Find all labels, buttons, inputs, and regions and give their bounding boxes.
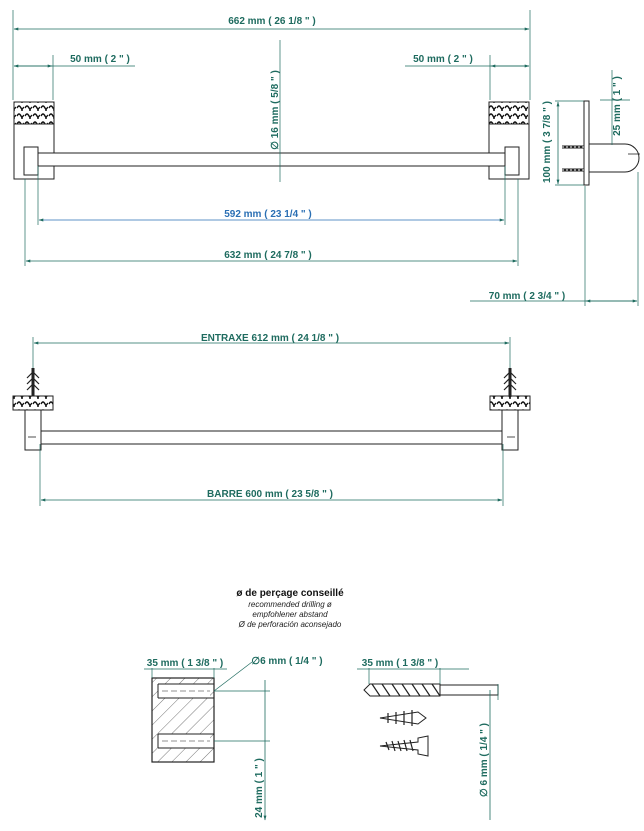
drilling-line-de: empfohlener abstand bbox=[252, 610, 328, 619]
towel-bar bbox=[37, 152, 506, 167]
wall-plate bbox=[583, 100, 590, 186]
screw-icon bbox=[379, 735, 429, 757]
left-bracket-width-label: 50 mm ( 2 " ) bbox=[70, 54, 130, 65]
right-bracket-plate bbox=[488, 101, 530, 125]
drill-diameter-label: ∅6 mm ( 1/4 " ) bbox=[251, 656, 322, 667]
bar-diameter-label: ∅ 16 mm ( 5/8 " ) bbox=[270, 70, 281, 150]
drilling-line-en: recommended drilling ø bbox=[248, 600, 332, 609]
front-towel-bar bbox=[40, 430, 503, 445]
bar-profile bbox=[588, 143, 640, 173]
drilling-title: ø de perçage conseillé bbox=[236, 588, 344, 599]
barre-label: BARRE 600 mm ( 23 5/8 " ) bbox=[207, 489, 333, 500]
drill-spacing-label: 24 mm ( 1 " ) bbox=[254, 758, 265, 818]
drill-bit-icon bbox=[363, 683, 499, 697]
top-view: 662 mm ( 26 1/8 " ) 50 mm ( 2 " ) 50 mm … bbox=[12, 10, 531, 266]
front-view: ENTRAXE 612 mm ( 24 1/8 " ) BARRE 600 mm… bbox=[12, 333, 531, 506]
drilling-section: ø de perçage conseillé recommended drill… bbox=[144, 588, 499, 821]
drill-depth-right-label: 35 mm ( 1 3/8 " ) bbox=[362, 658, 438, 669]
right-screw-icon bbox=[503, 368, 517, 396]
bar-length-label: 592 mm ( 23 1/4 " ) bbox=[224, 209, 312, 220]
side-height-label: 100 mm ( 3 7/8 " ) bbox=[542, 101, 553, 183]
overall-width-label: 662 mm ( 26 1/8 " ) bbox=[228, 16, 316, 27]
entraxe-label: ENTRAXE 612 mm ( 24 1/8 " ) bbox=[201, 333, 339, 344]
total-length-label: 632 mm ( 24 7/8 " ) bbox=[224, 250, 312, 261]
side-view: 100 mm ( 3 7/8 " ) 25 mm ( 1 " ) 70 mm (… bbox=[470, 70, 640, 306]
projection-label: 70 mm ( 2 3/4 " ) bbox=[489, 291, 565, 302]
left-screw-icon bbox=[26, 368, 40, 396]
drill-diameter-right-label: ∅ 6 mm ( 1/4 " ) bbox=[479, 723, 490, 797]
left-bracket-plate bbox=[13, 101, 55, 125]
drilling-line-es: Ø de perforación aconsejado bbox=[238, 620, 342, 629]
side-bar-height-label: 25 mm ( 1 " ) bbox=[612, 76, 623, 136]
wall-plug-icon bbox=[379, 710, 427, 726]
right-bracket-width-label: 50 mm ( 2 " ) bbox=[413, 54, 473, 65]
drill-depth-left-label: 35 mm ( 1 3/8 " ) bbox=[147, 658, 223, 669]
